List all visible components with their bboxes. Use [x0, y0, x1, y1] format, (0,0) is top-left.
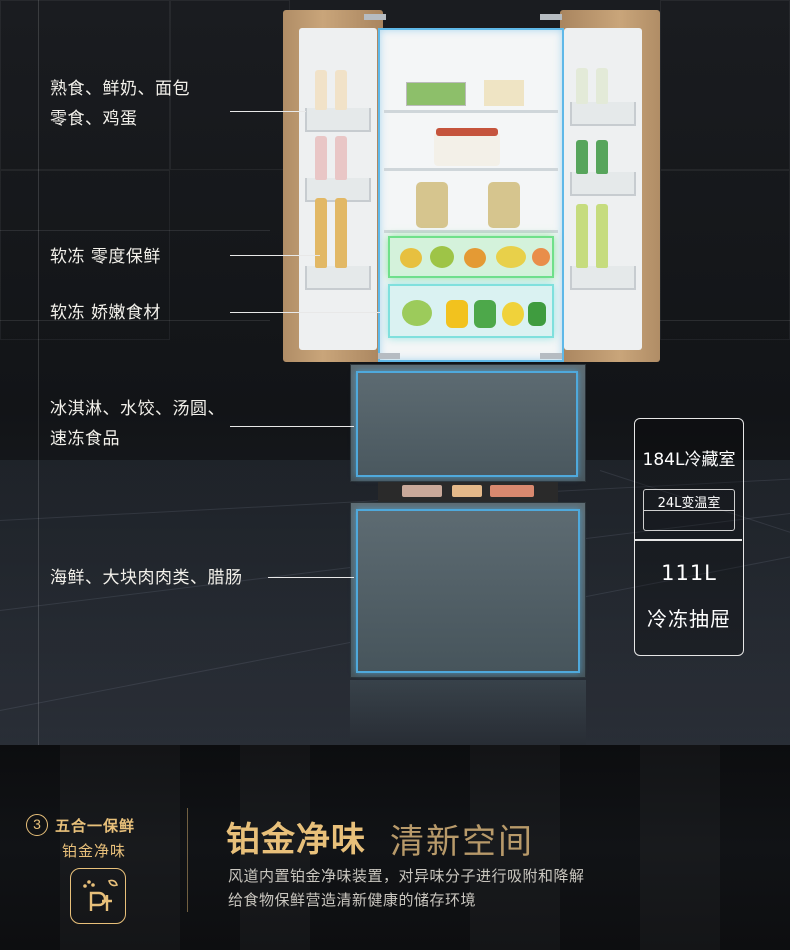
feature-desc-line1: 风道内置铂金净味装置，对异味分子进行吸附和降解 [228, 867, 585, 885]
right-door [560, 10, 660, 362]
label-door-shelves: 熟食、鲜奶、面包 零食、鸡蛋 [50, 74, 190, 134]
capacity-panel: 184L冷藏室 24L变温室 111L 冷冻抽屉 [634, 418, 744, 656]
label-seafood-meat: 海鲜、大块肉肉类、腊肠 [50, 568, 243, 588]
label-icecream-line1: 冰淇淋、水饺、汤圆、 [50, 399, 225, 419]
soft-freeze-zone-1 [388, 236, 554, 278]
feature-band [0, 745, 790, 950]
label-cooked-milk-bread: 熟食、鲜奶、面包 [50, 79, 190, 99]
label-frozen-foods: 冰淇淋、水饺、汤圆、 速冻食品 [50, 394, 225, 454]
leader-line [230, 255, 320, 256]
freezer-capacity: 111L [661, 561, 717, 585]
feature-headline-soft: 清新空间 [390, 822, 534, 862]
feature-desc-line2: 给食物保鲜营造清新健康的储存环境 [228, 891, 477, 909]
feature-subtitle: 铂金净味 [62, 842, 127, 860]
feature-title: 五合一保鲜 [55, 817, 136, 835]
feature-description: 风道内置铂金净味装置，对异味分子进行吸附和降解 给食物保鲜营造清新健康的储存环境 [228, 864, 585, 912]
decorative-vertical-line [38, 0, 39, 950]
fridge-capacity: 184L冷藏室 [642, 450, 736, 470]
pt-icon [70, 868, 126, 924]
variable-capacity-box: 24L变温室 [643, 489, 735, 531]
freezer-label: 冷冻抽屉 [647, 607, 731, 631]
freezer-drawer [350, 502, 586, 678]
variable-capacity: 24L变温室 [657, 496, 721, 511]
feature-headline-main: 铂金净味 [226, 820, 366, 860]
drawer-gap [378, 482, 558, 502]
leader-line [230, 426, 354, 427]
leader-line [230, 111, 306, 112]
leader-line [268, 577, 354, 578]
fridge-cabin [378, 28, 564, 362]
soft-freeze-zone-2 [388, 284, 554, 338]
label-snacks-eggs: 零食、鸡蛋 [50, 109, 138, 129]
label-soft-freeze-fresh: 软冻 零度保鲜 [50, 247, 161, 267]
left-door [283, 10, 383, 362]
leader-line [230, 312, 380, 313]
label-icecream-line2: 速冻食品 [50, 429, 120, 449]
feature-number-badge: 3 [26, 814, 48, 836]
label-soft-freeze-tender: 软冻 娇嫩食材 [50, 303, 161, 323]
feature-divider [187, 808, 188, 912]
variable-temp-drawer [350, 364, 586, 482]
